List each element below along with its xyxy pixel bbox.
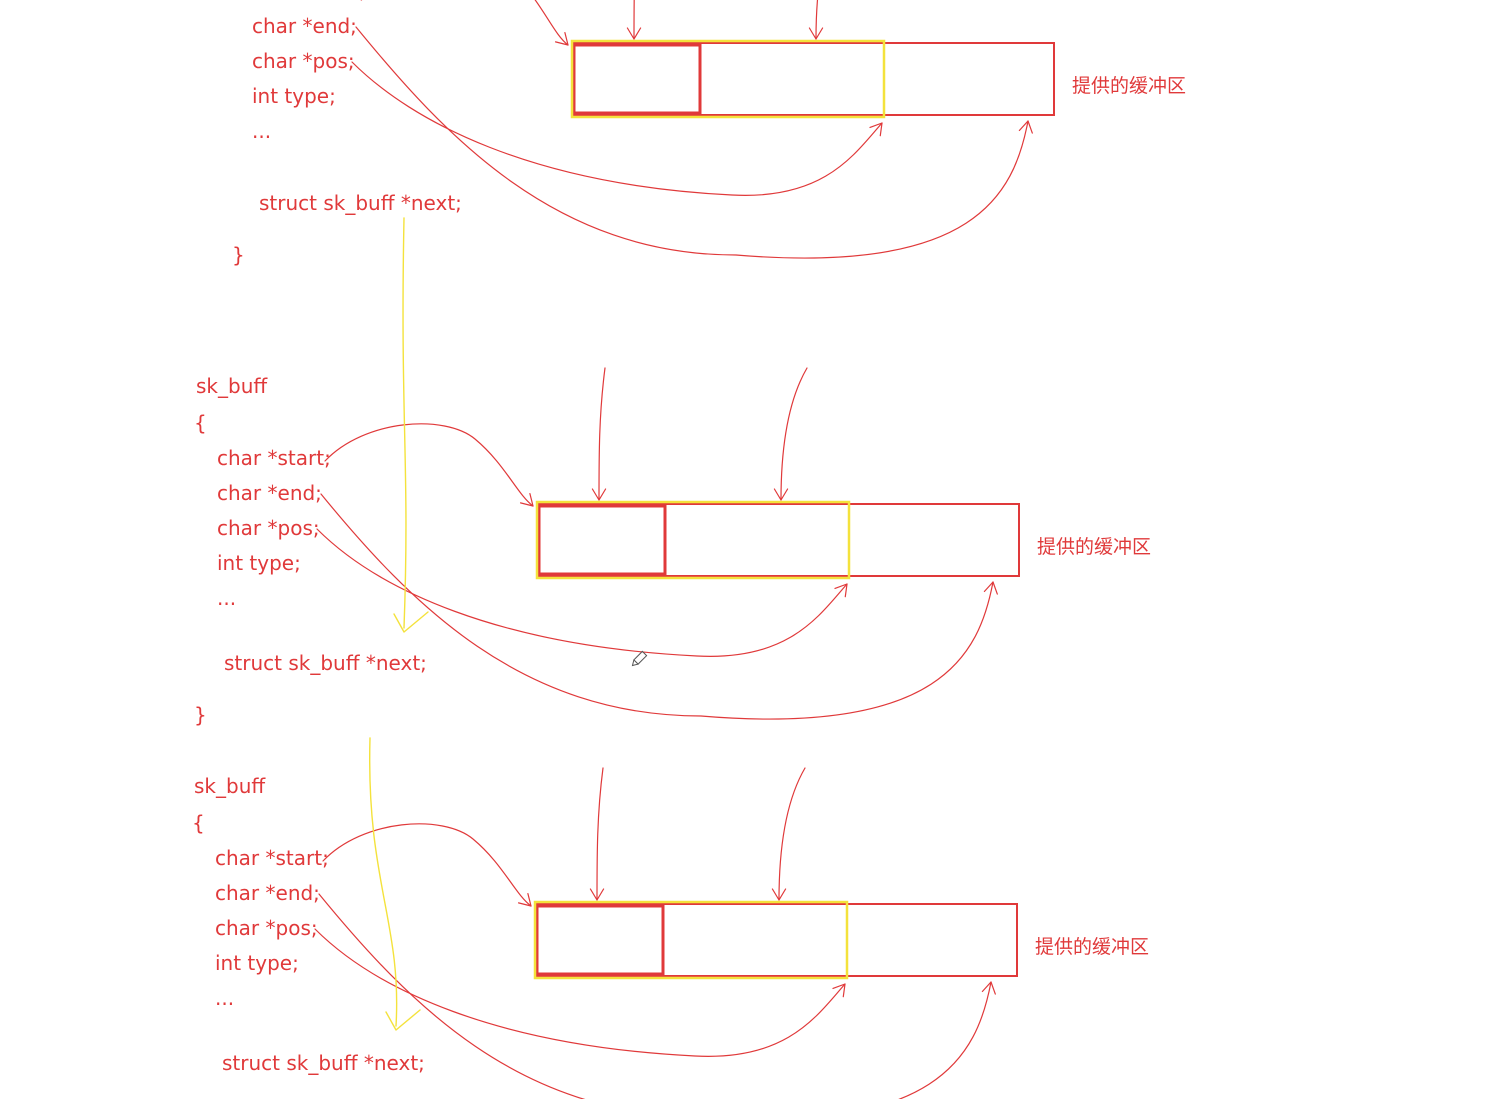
provided-buffer	[534, 903, 1018, 977]
pos-pointer-arrowhead	[869, 122, 883, 137]
start-pointer-arrow	[322, 823, 532, 907]
struct-field: char *end;	[252, 14, 357, 38]
next-link-arrow-1	[402, 217, 407, 629]
pos-pointer-arrow	[351, 61, 883, 196]
next-link-arrow-2	[368, 737, 398, 1027]
open-brace: {	[194, 411, 207, 435]
struct-name: sk_buff	[196, 374, 268, 398]
next-link-arrowhead-1	[393, 611, 429, 633]
close-brace: }	[232, 243, 245, 267]
struct-field: int type;	[252, 84, 336, 108]
top-arrow-header-head	[626, 27, 642, 40]
top-arrow-header-head	[589, 888, 605, 901]
provided-buffer	[571, 42, 1055, 116]
struct-field: int type;	[215, 951, 299, 975]
pos-pointer-arrow	[314, 928, 846, 1057]
cursor-layer	[631, 650, 648, 667]
end-pointer-arrow	[320, 493, 994, 720]
struct-field: char *start;	[215, 846, 329, 870]
close-brace: }	[194, 703, 207, 727]
data-region-highlight	[535, 500, 851, 580]
sk-buff-block-3: sk_buff { char *start; char *end; char *pos;…	[192, 767, 1149, 1099]
struct-field: char *end;	[215, 881, 320, 905]
struct-field: char *end;	[217, 481, 322, 505]
top-arrow-header-head	[591, 488, 607, 501]
end-pointer-arrowhead	[1018, 120, 1033, 134]
pencil-cursor-icon	[631, 650, 648, 667]
buffer-label: 提供的缓冲区	[1037, 536, 1151, 558]
struct-field: char *start;	[217, 446, 331, 470]
next-pointer-field: struct sk_buff *next;	[259, 191, 462, 215]
pos-pointer-arrow	[316, 528, 848, 657]
top-arrow-header	[633, 0, 635, 40]
header-region	[535, 904, 665, 976]
end-pointer-arrowhead	[983, 581, 998, 595]
struct-name: sk_buff	[194, 774, 266, 798]
data-region-highlight	[570, 39, 886, 119]
struct-field: ...	[217, 586, 236, 610]
top-arrow-data-head	[773, 488, 789, 501]
open-brace: {	[192, 811, 205, 835]
header-region	[537, 504, 667, 576]
struct-field: char *pos;	[215, 916, 318, 940]
end-pointer-arrowhead	[981, 981, 996, 995]
top-arrow-data-head	[808, 27, 824, 40]
top-arrow-data	[778, 767, 806, 901]
start-pointer-arrowhead	[519, 492, 534, 507]
data-region-highlight	[533, 900, 849, 980]
pos-pointer-arrowhead	[834, 583, 848, 598]
top-arrow-header	[596, 767, 604, 901]
top-arrow-data-head	[771, 888, 787, 901]
end-pointer-arrow	[355, 26, 1029, 259]
next-pointer-field: struct sk_buff *next;	[224, 651, 427, 675]
blocks-layer: char *start; char *end; char *pos; int type…	[192, 0, 1186, 1099]
header-region	[572, 43, 702, 115]
top-arrow-data	[815, 0, 819, 40]
top-arrow-data	[780, 367, 808, 501]
struct-field: ...	[252, 119, 271, 143]
sk-buff-block-2: sk_buff { char *start; char *end; char *pos;…	[194, 367, 1151, 727]
provided-buffer	[536, 503, 1020, 577]
start-pointer-arrow	[324, 423, 534, 507]
top-arrow-header	[598, 367, 606, 501]
next-pointer-field: struct sk_buff *next;	[222, 1051, 425, 1075]
next-link-arrowhead-2	[385, 1009, 421, 1031]
struct-field: char *start;	[252, 0, 366, 3]
struct-field: char *pos;	[217, 516, 320, 540]
buffer-label: 提供的缓冲区	[1072, 75, 1186, 97]
buffer-label: 提供的缓冲区	[1035, 936, 1149, 958]
start-pointer-arrow	[534, 0, 569, 46]
struct-field: ...	[215, 986, 234, 1010]
struct-field: int type;	[217, 551, 301, 575]
sk-buff-block-1: char *start; char *end; char *pos; int type…	[232, 0, 1186, 267]
next-links-layer	[368, 217, 429, 1031]
start-pointer-arrowhead	[554, 31, 569, 46]
struct-field: char *pos;	[252, 49, 355, 73]
pos-pointer-arrowhead	[832, 983, 846, 998]
start-pointer-arrowhead	[517, 892, 532, 907]
